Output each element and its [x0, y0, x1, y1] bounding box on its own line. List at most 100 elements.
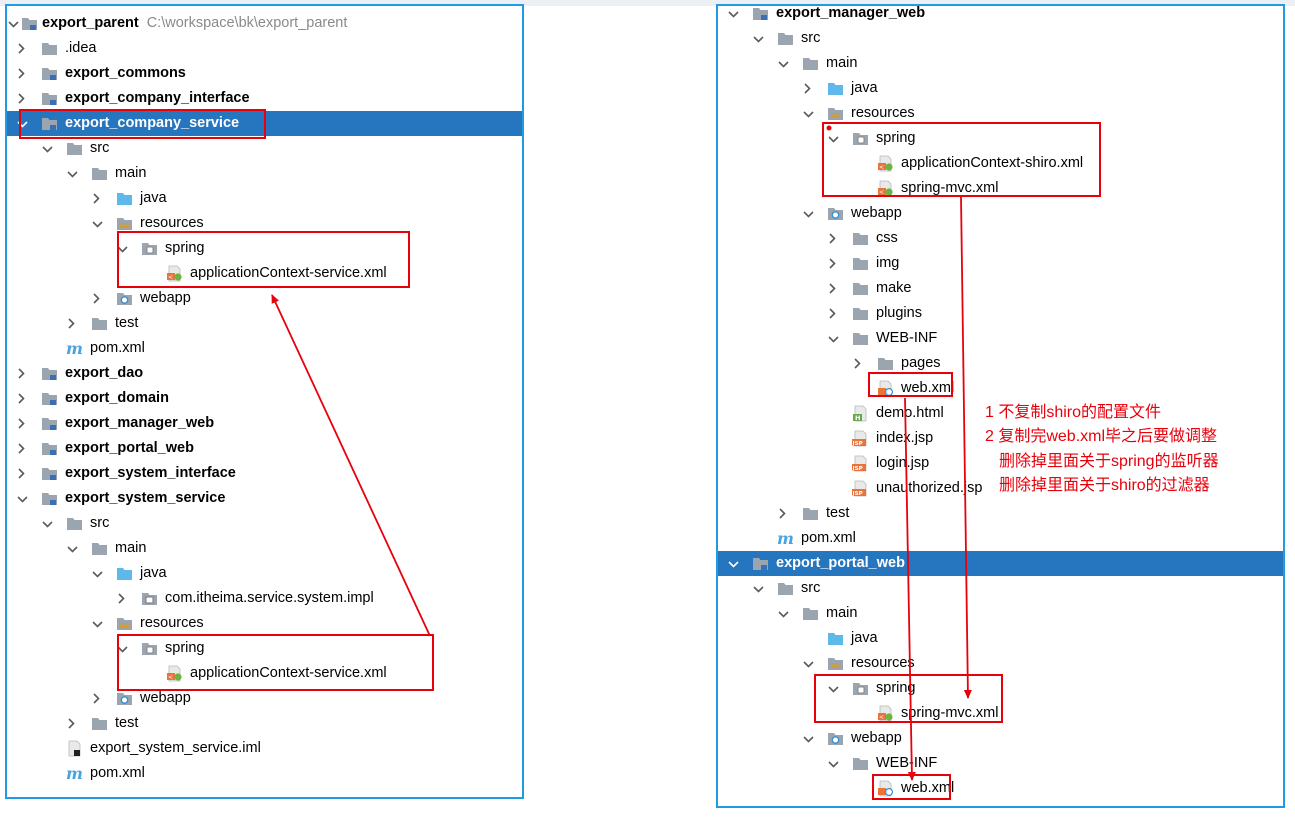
chevron-down-icon[interactable] — [828, 335, 839, 344]
tree-item-test[interactable]: test — [7, 311, 522, 336]
chevron-right-icon[interactable] — [67, 318, 76, 329]
chevron-right-icon[interactable] — [17, 93, 26, 104]
tree-item-web-inf[interactable]: WEB-INF — [718, 326, 1283, 351]
chevron-down-icon[interactable] — [42, 520, 53, 529]
chevron-right-icon[interactable] — [17, 443, 26, 454]
tree-item-web-xml[interactable]: web.xml — [718, 776, 1283, 801]
tree-item-export-system-interface[interactable]: export_system_interface — [7, 461, 522, 486]
chevron-down-icon[interactable] — [803, 660, 814, 669]
tree-item-export-domain[interactable]: export_domain — [7, 386, 522, 411]
tree-item-java[interactable]: java — [718, 76, 1283, 101]
chevron-right-icon[interactable] — [828, 233, 837, 244]
tree-item-src[interactable]: src — [718, 576, 1283, 601]
chevron-right-icon[interactable] — [17, 368, 26, 379]
chevron-right-icon[interactable] — [92, 693, 101, 704]
tree-item-spring[interactable]: spring — [718, 126, 1283, 151]
tree-item-web-inf[interactable]: WEB-INF — [718, 751, 1283, 776]
chevron-down-icon[interactable] — [92, 620, 103, 629]
chevron-down-icon[interactable] — [67, 545, 78, 554]
chevron-down-icon[interactable] — [753, 585, 764, 594]
tree-item-resources[interactable]: resources — [718, 651, 1283, 676]
tree-item-img[interactable]: img — [718, 251, 1283, 276]
tree-item-test[interactable]: test — [718, 801, 1283, 806]
chevron-down-icon[interactable] — [803, 110, 814, 119]
tree-item-resources[interactable]: resources — [718, 101, 1283, 126]
tree-item-resources[interactable]: resources — [7, 611, 522, 636]
tree-item-com-itheima-service-system-impl[interactable]: com.itheima.service.system.impl — [7, 586, 522, 611]
chevron-down-icon[interactable] — [778, 610, 789, 619]
tree-item-export-system-service-iml[interactable]: export_system_service.iml — [7, 736, 522, 761]
chevron-right-icon[interactable] — [92, 193, 101, 204]
tree-item-src[interactable]: src — [7, 136, 522, 161]
tree-item-idea[interactable]: .idea — [7, 36, 522, 61]
tree-item-export-manager-web[interactable]: export_manager_web — [7, 411, 522, 436]
tree-item-export-company-interface[interactable]: export_company_interface — [7, 86, 522, 111]
tree-item-export-commons[interactable]: export_commons — [7, 61, 522, 86]
tree-item-make[interactable]: make — [718, 276, 1283, 301]
tree-item-spring[interactable]: spring — [718, 676, 1283, 701]
chevron-down-icon[interactable] — [828, 685, 839, 694]
tree-item-main[interactable]: main — [718, 51, 1283, 76]
chevron-down-icon[interactable] — [117, 645, 128, 654]
tree-item-export-portal-web[interactable]: export_portal_web — [718, 551, 1283, 576]
chevron-down-icon[interactable] — [728, 10, 739, 19]
chevron-right-icon[interactable] — [803, 83, 812, 94]
chevron-down-icon[interactable] — [828, 760, 839, 769]
chevron-down-icon[interactable] — [803, 735, 814, 744]
chevron-down-icon[interactable] — [803, 210, 814, 219]
tree-item-pages[interactable]: pages — [718, 351, 1283, 376]
tree-item-spring-mvc-xml[interactable]: <spring-mvc.xml — [718, 701, 1283, 726]
tree-item-main[interactable]: main — [7, 161, 522, 186]
chevron-down-icon[interactable] — [778, 60, 789, 69]
tree-item-webapp[interactable]: webapp — [718, 201, 1283, 226]
tree-item-test[interactable]: test — [7, 711, 522, 736]
chevron-right-icon[interactable] — [853, 358, 862, 369]
chevron-right-icon[interactable] — [117, 593, 126, 604]
chevron-down-icon[interactable] — [753, 35, 764, 44]
tree-item-src[interactable]: src — [7, 511, 522, 536]
tree-item-java[interactable]: java — [718, 626, 1283, 651]
chevron-right-icon[interactable] — [17, 393, 26, 404]
tree-item-spring[interactable]: spring — [7, 636, 522, 661]
tree-item-src[interactable]: src — [718, 26, 1283, 51]
tree-item-main[interactable]: main — [718, 601, 1283, 626]
chevron-down-icon[interactable] — [67, 170, 78, 179]
chevron-right-icon[interactable] — [828, 308, 837, 319]
tree-item-webapp[interactable]: webapp — [7, 286, 522, 311]
tree-item-export-system-service[interactable]: export_system_service — [7, 486, 522, 511]
chevron-right-icon[interactable] — [778, 508, 787, 519]
chevron-right-icon[interactable] — [92, 293, 101, 304]
tree-item-export-portal-web[interactable]: export_portal_web — [7, 436, 522, 461]
chevron-right-icon[interactable] — [17, 43, 26, 54]
tree-item-main[interactable]: main — [7, 536, 522, 561]
chevron-right-icon[interactable] — [17, 68, 26, 79]
tree-item-applicationcontext-shiro-xml[interactable]: <applicationContext-shiro.xml — [718, 151, 1283, 176]
tree-item-webapp[interactable]: webapp — [7, 686, 522, 711]
chevron-right-icon[interactable] — [17, 418, 26, 429]
tree-item-plugins[interactable]: plugins — [718, 301, 1283, 326]
tree-item-export-dao[interactable]: export_dao — [7, 361, 522, 386]
chevron-down-icon[interactable] — [117, 245, 128, 254]
chevron-right-icon[interactable] — [17, 468, 26, 479]
chevron-right-icon[interactable] — [67, 718, 76, 729]
chevron-right-icon[interactable] — [828, 283, 837, 294]
tree-item-resources[interactable]: resources — [7, 211, 522, 236]
tree-item-test[interactable]: test — [718, 501, 1283, 526]
tree-item-web-xml[interactable]: web.xml — [718, 376, 1283, 401]
chevron-right-icon[interactable] — [828, 258, 837, 269]
chevron-down-icon[interactable] — [42, 145, 53, 154]
tree-item-java[interactable]: java — [7, 186, 522, 211]
chevron-down-icon[interactable] — [17, 495, 28, 504]
tree-item-spring[interactable]: spring — [7, 236, 522, 261]
tree-item-spring-mvc-xml[interactable]: <spring-mvc.xml — [718, 176, 1283, 201]
chevron-down-icon[interactable] — [92, 220, 103, 229]
chevron-down-icon[interactable] — [828, 135, 839, 144]
